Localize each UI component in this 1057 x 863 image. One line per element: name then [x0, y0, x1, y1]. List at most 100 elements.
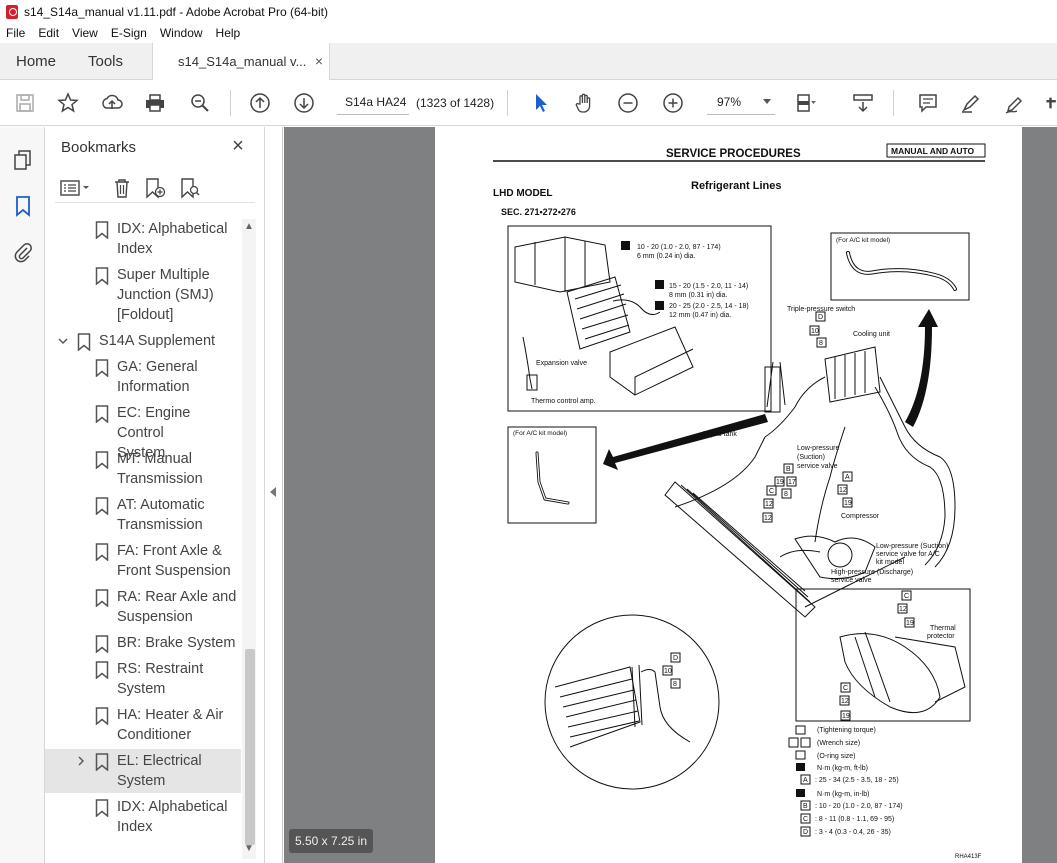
upload-icon[interactable] [99, 90, 125, 116]
bookmark-star-icon[interactable] [55, 90, 81, 116]
callout: 12 [839, 487, 847, 494]
tab-close-icon[interactable]: × [314, 53, 323, 69]
callout: 8 [784, 491, 788, 498]
menu-edit[interactable]: Edit [38, 26, 60, 40]
fit-page-icon[interactable] [792, 90, 818, 116]
bookmark-label-line: EC: Engine Control [117, 405, 191, 441]
sign-icon[interactable] [1002, 90, 1028, 116]
bookmark-item[interactable]: BR: Brake System [45, 631, 241, 655]
pane-splitter[interactable] [265, 127, 283, 863]
bookmark-label-line: GA: General [117, 359, 198, 375]
page-up-icon[interactable] [247, 90, 273, 116]
document-viewport[interactable]: SERVICE PROCEDURES MANUAL AND AUTO LHD M… [284, 127, 1057, 863]
torque-note-4: 8 mm (0.31 in) dia. [669, 292, 727, 299]
zoom-select[interactable]: 97% [707, 91, 775, 115]
label-low-pressure-kit-1: Low-pressure (Suction) [876, 543, 948, 550]
label-cooling-unit: Cooling unit [853, 331, 890, 338]
bookmark-label-line: BR: Brake System [117, 635, 236, 651]
bookmark-label-line: RA: Rear Axle and [117, 589, 237, 605]
legend-value-b: : 10 - 20 (1.0 - 2.0, 87 - 174) [815, 803, 903, 810]
bookmark-label-line: RS: Restraint [117, 661, 204, 677]
menu-window[interactable]: Window [159, 26, 203, 40]
chevron-down-icon[interactable]: ▼ [244, 843, 254, 854]
page-number-input[interactable]: S14a HA24 [337, 91, 409, 115]
bookmark-options-icon[interactable] [59, 177, 93, 199]
bookmark-label: S14A Supplement [99, 331, 215, 351]
attachments-icon[interactable] [10, 239, 36, 265]
legend-key-b: B [803, 803, 808, 810]
callout: B [786, 466, 791, 473]
find-bookmark-icon[interactable] [178, 177, 202, 199]
tab-bar: Home Tools s14_S14a_manual v... × [0, 43, 1057, 81]
callout: 12 [764, 515, 772, 522]
bookmark-label-line: IDX: Alphabetical [117, 799, 228, 815]
bookmarks-scrollbar[interactable]: ▲ ▼ [242, 219, 256, 859]
torque-note-6: 12 mm (0.47 in) dia. [669, 312, 731, 319]
scrollbar-thumb[interactable] [245, 649, 255, 845]
torque-note-3: 15 - 20 (1.5 - 2.0, 11 - 14) [669, 283, 748, 290]
close-icon[interactable]: × [232, 134, 244, 157]
label-suction: (Suction) [797, 454, 825, 461]
zoom-in-icon[interactable] [660, 90, 686, 116]
bookmark-item[interactable]: FA: Front Axle &Front Suspension [45, 539, 241, 583]
legend-key-a: A [803, 777, 808, 784]
menu-help[interactable]: Help [215, 26, 241, 40]
delete-icon[interactable] [110, 177, 134, 199]
chevron-down-icon[interactable] [57, 334, 69, 348]
bookmark-label-line: [Foldout] [117, 307, 174, 323]
chevron-right-icon[interactable] [75, 754, 87, 768]
torque-note-5: 20 - 25 (2.0 - 2.5, 14 - 18) [669, 303, 749, 310]
collapse-pane-icon[interactable] [270, 487, 276, 497]
bookmark-icon [95, 359, 109, 378]
tab-document[interactable]: s14_S14a_manual v... × [152, 43, 330, 81]
label-high-pressure-2: service valve [831, 577, 872, 584]
callout: 8 [673, 681, 677, 688]
zoom-search-icon[interactable] [187, 90, 213, 116]
menu-view[interactable]: View [72, 26, 98, 40]
page-count: (1323 of 1428) [416, 96, 495, 110]
tab-home[interactable]: Home [16, 53, 57, 70]
title-bar: s14_S14a_manual v1.11.pdf - Adobe Acroba… [0, 0, 1057, 23]
tab-tools[interactable]: Tools [88, 53, 124, 70]
legend-wrench: (Wrench size) [817, 740, 860, 747]
bookmark-label-line: HA: Heater & Air [117, 707, 224, 723]
bookmark-label-line: Front Suspension [117, 563, 231, 579]
comment-icon[interactable] [915, 90, 941, 116]
page-down-icon[interactable] [291, 90, 317, 116]
bookmark-icon [95, 661, 109, 680]
zoom-out-icon[interactable] [615, 90, 641, 116]
select-cursor-icon[interactable] [528, 90, 554, 116]
save-icon[interactable] [12, 90, 38, 116]
bookmark-icon [95, 635, 109, 654]
menu-file[interactable]: File [6, 26, 26, 40]
bookmark-icon [95, 497, 109, 516]
bookmarks-panel-icon[interactable] [10, 193, 36, 219]
callout: D [818, 314, 823, 321]
new-bookmark-icon[interactable] [143, 177, 167, 199]
scroll-mode-icon[interactable] [850, 90, 876, 116]
hand-icon[interactable] [571, 90, 597, 116]
legend-unit-2: N·m (kg-m, in-lb) [817, 791, 870, 798]
bookmark-item[interactable]: S14A Supplement [45, 329, 241, 353]
print-icon[interactable] [142, 90, 168, 116]
torque-note-1: 10 - 20 (1.0 - 2.0, 87 - 174) [637, 244, 721, 251]
highlight-icon[interactable] [958, 90, 984, 116]
page-thumbnails-icon[interactable] [10, 147, 36, 173]
more-tools-icon[interactable] [1044, 90, 1057, 116]
chevron-up-icon[interactable]: ▲ [244, 221, 254, 232]
menu-esign[interactable]: E-Sign [110, 26, 147, 40]
toolbar-separator [230, 90, 231, 116]
